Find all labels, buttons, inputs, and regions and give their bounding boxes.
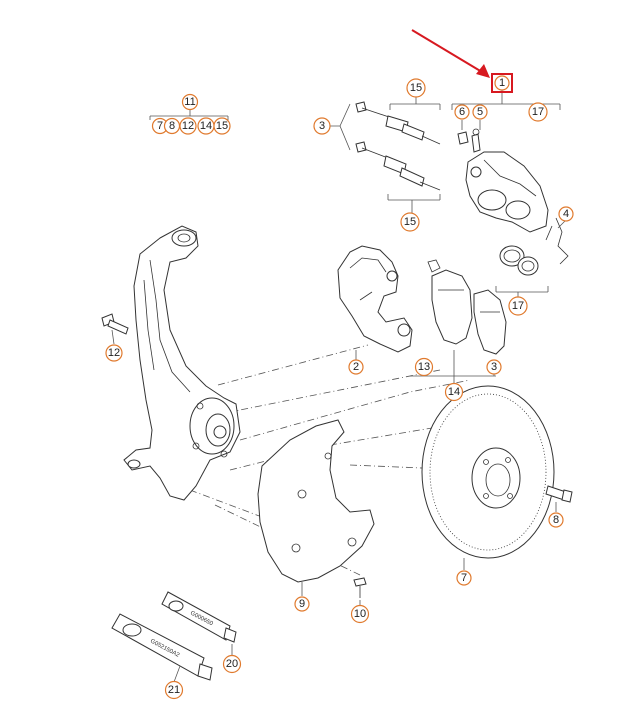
callout-1[interactable]: 1 [494, 75, 510, 91]
callout-4[interactable]: 4 [558, 206, 574, 222]
svg-text:2: 2 [353, 361, 359, 373]
svg-text:6: 6 [459, 106, 465, 118]
svg-text:15: 15 [216, 120, 228, 132]
callout-12[interactable]: 12 [105, 344, 123, 362]
brake-pads [427, 259, 507, 355]
highlight-box [491, 73, 513, 93]
brake-disc [421, 385, 555, 559]
callout-15-bottom[interactable]: 15 [400, 212, 420, 232]
callout-3-top[interactable]: 3 [313, 117, 331, 135]
callout-17-bottom[interactable]: 17 [508, 296, 528, 316]
svg-text:7: 7 [461, 572, 467, 584]
svg-text:3: 3 [491, 361, 497, 373]
svg-text:7: 7 [157, 120, 163, 132]
leader-lines [111, 90, 567, 683]
svg-text:15: 15 [404, 216, 416, 228]
svg-text:14: 14 [200, 120, 212, 132]
callout-21[interactable]: 21 [164, 680, 184, 700]
callout-11[interactable]: 11 [181, 93, 199, 111]
spring-clip [545, 217, 569, 265]
kit-item-12[interactable]: 12 [179, 117, 197, 135]
piston-seals [499, 245, 539, 276]
steering-knuckle [123, 225, 241, 501]
svg-text:17: 17 [512, 300, 524, 312]
svg-text:9: 9 [299, 598, 305, 610]
callout-20[interactable]: 20 [222, 654, 242, 674]
callout-2[interactable]: 2 [348, 359, 364, 375]
shield-screw [353, 577, 367, 598]
svg-text:12: 12 [182, 120, 194, 132]
guide-pins [355, 101, 441, 191]
svg-text:21: 21 [168, 684, 180, 696]
callout-13[interactable]: 13 [414, 357, 434, 377]
callout-10[interactable]: 10 [350, 604, 370, 624]
callout-14[interactable]: 14 [444, 382, 464, 402]
svg-text:4: 4 [563, 208, 569, 220]
svg-text:14: 14 [448, 386, 460, 398]
kit-item-15[interactable]: 15 [213, 117, 231, 135]
grease-tube-small: G000650 [161, 591, 237, 643]
callout-7[interactable]: 7 [456, 570, 472, 586]
callout-9[interactable]: 9 [294, 596, 310, 612]
svg-text:8: 8 [169, 120, 175, 132]
svg-text:1: 1 [499, 77, 505, 89]
svg-text:20: 20 [226, 658, 238, 670]
svg-text:11: 11 [184, 96, 195, 108]
bleeder-parts [457, 128, 481, 153]
svg-text:15: 15 [410, 82, 422, 94]
kit-item-8[interactable]: 8 [163, 117, 181, 135]
highlight-arrow [411, 29, 490, 78]
splash-shield [257, 419, 375, 583]
caliper-bracket [337, 245, 413, 353]
svg-text:8: 8 [553, 514, 559, 526]
callout-3-pads[interactable]: 3 [486, 359, 502, 375]
disc-screw [545, 485, 573, 503]
svg-text:5: 5 [477, 106, 483, 118]
callout-15-top[interactable]: 15 [406, 78, 426, 98]
callout-6[interactable]: 6 [454, 104, 470, 120]
svg-text:10: 10 [354, 608, 366, 620]
svg-text:3: 3 [319, 120, 325, 132]
svg-text:17: 17 [532, 106, 544, 118]
callout-5[interactable]: 5 [472, 104, 488, 120]
caliper-housing [465, 151, 549, 233]
callout-17-top[interactable]: 17 [528, 102, 548, 122]
grease-tube-large: G052150A2 [111, 613, 213, 681]
svg-text:13: 13 [418, 361, 430, 373]
svg-text:12: 12 [108, 347, 120, 359]
bolt-12 [101, 313, 129, 335]
callout-8[interactable]: 8 [548, 512, 564, 528]
kit-item-14[interactable]: 14 [197, 117, 215, 135]
